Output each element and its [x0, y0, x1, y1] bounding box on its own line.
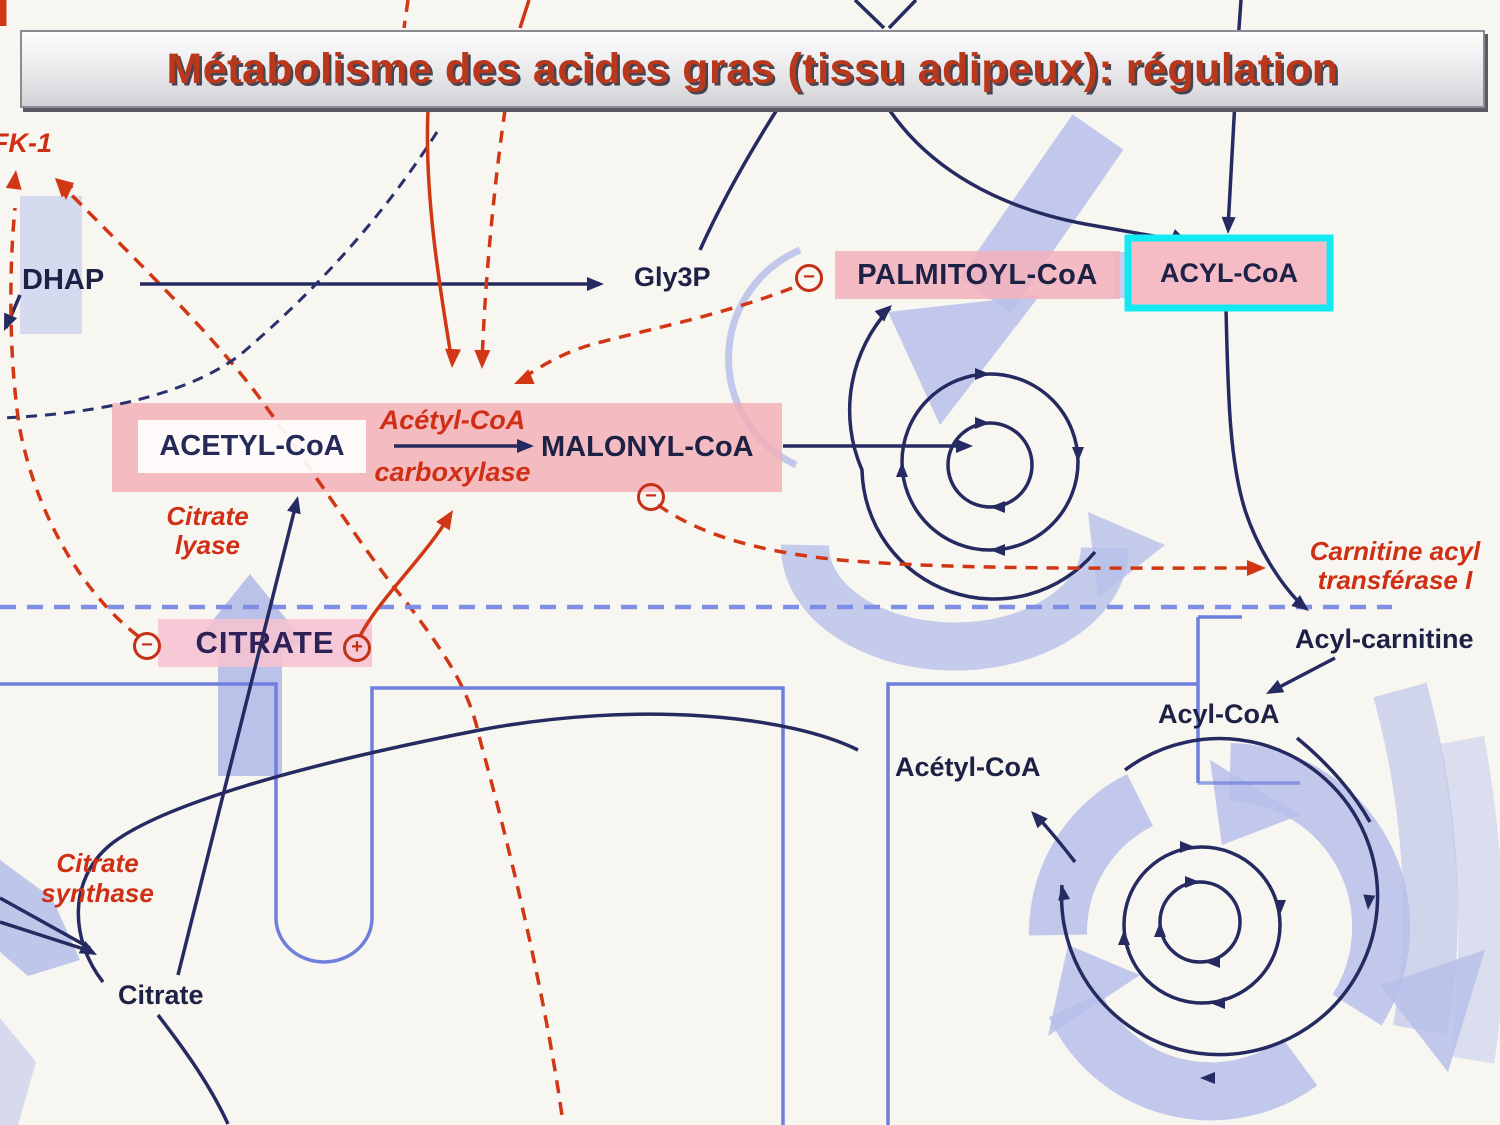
activation-line-to-acc — [425, 109, 454, 363]
tca-arrow-fragment-corner — [0, 1018, 36, 1125]
minus-sign-palmitoyl: − — [795, 264, 823, 292]
citrate-inhibits-pfk1-dashed-line — [55, 178, 565, 1124]
minus-sign-malonyl: − — [637, 483, 665, 511]
palmitoyl-highlight-box — [835, 251, 1120, 299]
cat1-label-line2: transférase I — [1317, 565, 1473, 595]
plus-sign-citrate: + — [343, 634, 371, 662]
dhap-background-bar — [20, 196, 82, 334]
slide-title: Métabolisme des acides gras (tissu adipe… — [166, 44, 1339, 93]
citrate-synthase-label-line1: Citrate — [56, 848, 139, 878]
dhap-label: DHAP — [22, 264, 105, 296]
citrate-cytosol-label: CITRATE — [195, 625, 335, 660]
citrate-activates-acc-line — [358, 514, 452, 637]
synthesis-swirl-bottom-band — [780, 544, 1129, 671]
red-regulation-lines — [0, 0, 1259, 638]
synthesis-swirl-head — [888, 295, 1040, 425]
citrate-synthase-label-line2: synthase — [41, 878, 154, 908]
citrate-lyase-label-line1: Citrate — [166, 501, 249, 531]
acetyl-coa-matrix-label: Acétyl-CoA — [895, 752, 1041, 782]
citrate-lyase-label-line2: lyase — [174, 530, 241, 560]
citrate-lyase-line — [176, 499, 299, 976]
malonyl-coa-label: MALONYL-CoA — [541, 431, 754, 463]
citrate-transport-block-arrow — [192, 574, 308, 776]
citrate-inhibits-pfk1-left-line — [9, 207, 140, 638]
betaox-swirl-arc1 — [1228, 743, 1411, 1026]
navy-arrowheads — [4, 216, 1376, 1084]
gly3p-label: Gly3P — [634, 262, 711, 292]
betaox-swirl-arc2 — [1048, 992, 1318, 1121]
acyl-carnitine-label: Acyl-carnitine — [1295, 624, 1474, 654]
title-banner: Métabolisme des acides gras (tissu adipe… — [20, 30, 1485, 108]
malonyl-inhibits-cat1-line — [656, 503, 1259, 570]
acetyl-coa-cytosol-label: ACETYL-CoA — [159, 430, 345, 462]
red-arrowheads — [5, 170, 1266, 576]
synthesis-swirl-right-head — [1088, 512, 1165, 598]
acetyl-coa-white-box — [138, 420, 366, 473]
acyl-coa-matrix-label: Acyl-CoA — [1158, 699, 1280, 729]
acc-enzyme-label-line2: carboxylase — [374, 457, 531, 487]
acc-enzyme-label-line1: Acétyl-CoA — [379, 405, 526, 435]
inner-membrane-line — [0, 615, 1300, 1125]
citrate-export-arc — [76, 712, 859, 984]
palmitoyl-coa-label: PALMITOYL-CoA — [857, 258, 1098, 291]
acyl-coa-cytosol-label: ACYL-CoA — [1160, 257, 1298, 288]
palmitoyl-inhibits-acc-line — [519, 286, 793, 382]
betaox-swirl-outer-band — [1373, 682, 1458, 1035]
citrate-matrix-label: Citrate — [118, 980, 204, 1010]
acylcoa-to-betaox-line — [1295, 736, 1372, 823]
pfk1-label: FK-1 — [0, 128, 52, 158]
minus-sign-citrate: − — [133, 632, 161, 660]
acyl-coa-selection-box — [1124, 234, 1334, 312]
line-to-gly3p — [698, 107, 780, 251]
acylcoa-to-acylcarnitine-line — [1224, 307, 1307, 610]
metabolic-flow-lines — [0, 0, 1380, 1125]
cat1-label-line1: Carnitine acyl — [1309, 536, 1481, 566]
betaox-swirl-arc3 — [1029, 774, 1154, 936]
tca-arrow-fragment — [0, 860, 80, 976]
